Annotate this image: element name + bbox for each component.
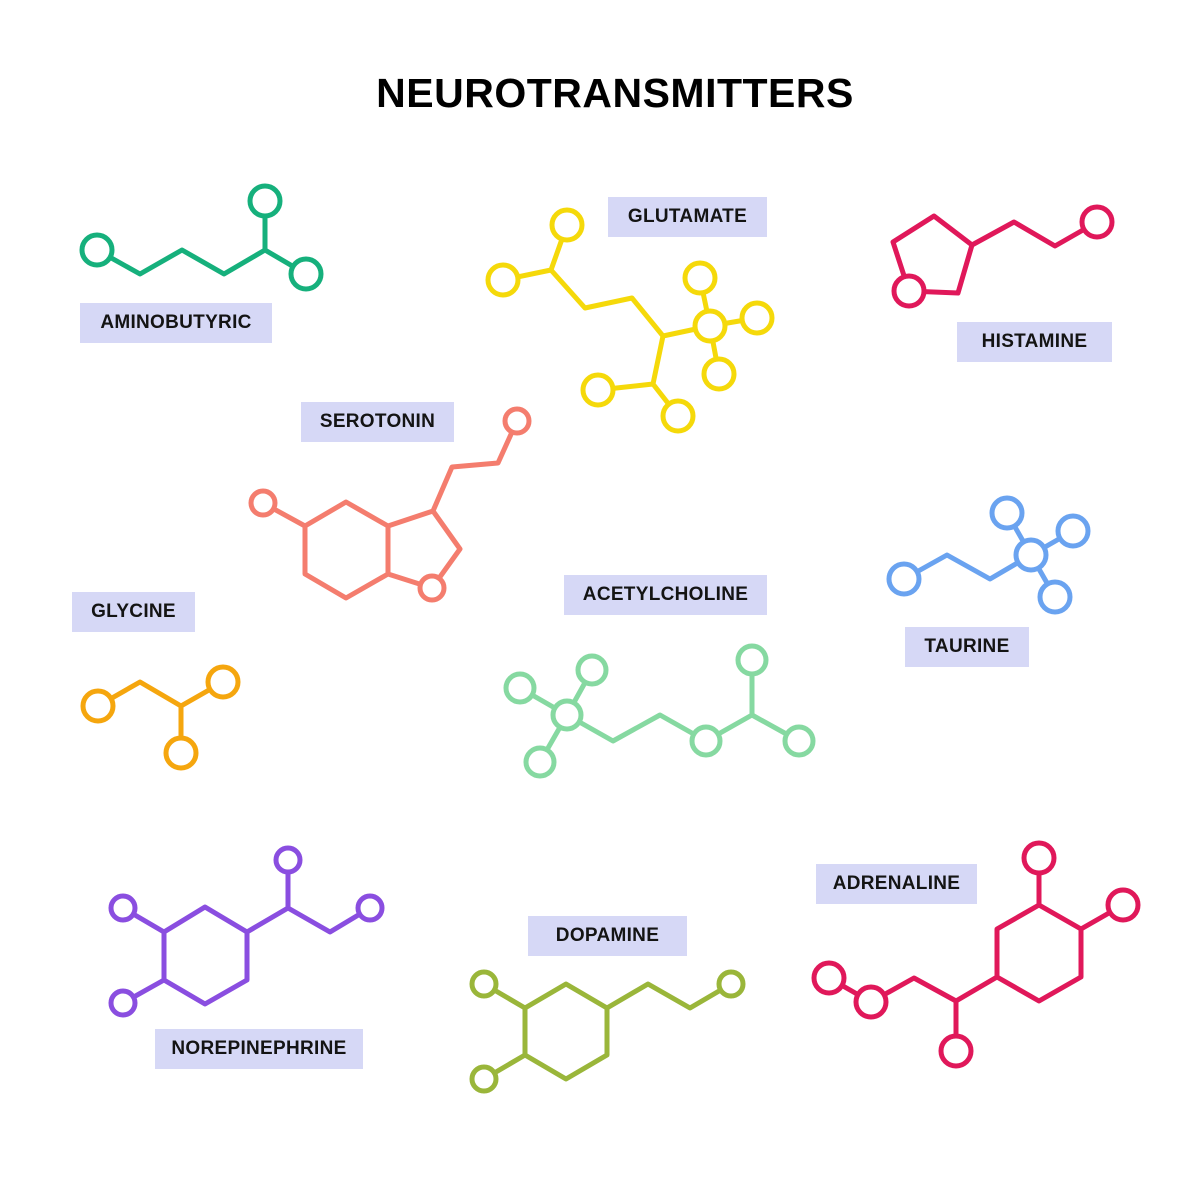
atom bbox=[248, 488, 278, 518]
atom bbox=[550, 698, 584, 732]
bond bbox=[500, 222, 760, 419]
atom bbox=[782, 724, 816, 758]
molecule-histamine bbox=[890, 204, 1115, 309]
molecule-adrenaline bbox=[811, 840, 1141, 1069]
atom bbox=[247, 183, 283, 219]
label-histamine: HISTAMINE bbox=[957, 322, 1112, 362]
label-serotonin: SEROTONIN bbox=[301, 402, 454, 442]
atom bbox=[355, 893, 385, 923]
molecule-dopamine bbox=[469, 969, 746, 1094]
label-glutamate: GLUTAMATE bbox=[608, 197, 767, 237]
label-norepinephrine: NOREPINEPHRINE bbox=[155, 1029, 363, 1069]
atom bbox=[575, 653, 609, 687]
atom bbox=[1105, 887, 1141, 923]
atom bbox=[502, 406, 532, 436]
label-dopamine: DOPAMINE bbox=[528, 916, 687, 956]
atom bbox=[108, 988, 138, 1018]
atom bbox=[205, 664, 241, 700]
bond bbox=[120, 857, 373, 1007]
molecule-acetylcholine bbox=[503, 643, 816, 779]
atom bbox=[1021, 840, 1057, 876]
molecule-norepinephrine bbox=[108, 845, 385, 1018]
atom bbox=[108, 893, 138, 923]
atom bbox=[1037, 579, 1073, 615]
atom bbox=[580, 372, 616, 408]
atom bbox=[739, 300, 775, 336]
atom bbox=[469, 969, 499, 999]
label-glycine: GLYCINE bbox=[72, 592, 195, 632]
atom bbox=[1079, 204, 1115, 240]
page-title: NEUROTRANSMITTERS bbox=[376, 70, 854, 116]
molecule-serotonin bbox=[248, 406, 532, 603]
bond bbox=[260, 418, 520, 601]
atom bbox=[811, 960, 847, 996]
atom bbox=[891, 273, 927, 309]
atom bbox=[80, 688, 116, 724]
atom bbox=[288, 256, 324, 292]
atom bbox=[886, 561, 922, 597]
bond bbox=[481, 981, 734, 1082]
molecule-glycine bbox=[80, 664, 241, 771]
atom bbox=[692, 308, 728, 344]
atom bbox=[79, 232, 115, 268]
atom bbox=[1013, 537, 1049, 573]
atom bbox=[701, 356, 737, 392]
molecule-taurine bbox=[886, 495, 1091, 615]
atom bbox=[417, 573, 447, 603]
atom bbox=[735, 643, 769, 677]
molecule-aminobutyric bbox=[79, 183, 324, 292]
atom bbox=[682, 260, 718, 296]
bond bbox=[890, 213, 1100, 296]
atom bbox=[503, 671, 537, 705]
label-acetylcholine: ACETYLCHOLINE bbox=[564, 575, 767, 615]
atom bbox=[853, 984, 889, 1020]
atom bbox=[938, 1033, 974, 1069]
bond bbox=[826, 855, 1126, 1054]
atom bbox=[716, 969, 746, 999]
atom bbox=[469, 1064, 499, 1094]
atom bbox=[689, 724, 723, 758]
bond bbox=[95, 679, 226, 756]
atom bbox=[523, 745, 557, 779]
atom bbox=[485, 262, 521, 298]
atom bbox=[549, 207, 585, 243]
label-adrenaline: ADRENALINE bbox=[816, 864, 977, 904]
atom bbox=[1055, 513, 1091, 549]
label-aminobutyric: AMINOBUTYRIC bbox=[80, 303, 272, 343]
molecule-glutamate bbox=[485, 207, 775, 434]
atom bbox=[989, 495, 1025, 531]
atom bbox=[273, 845, 303, 875]
label-taurine: TAURINE bbox=[905, 627, 1029, 667]
atom bbox=[163, 735, 199, 771]
atom bbox=[660, 398, 696, 434]
